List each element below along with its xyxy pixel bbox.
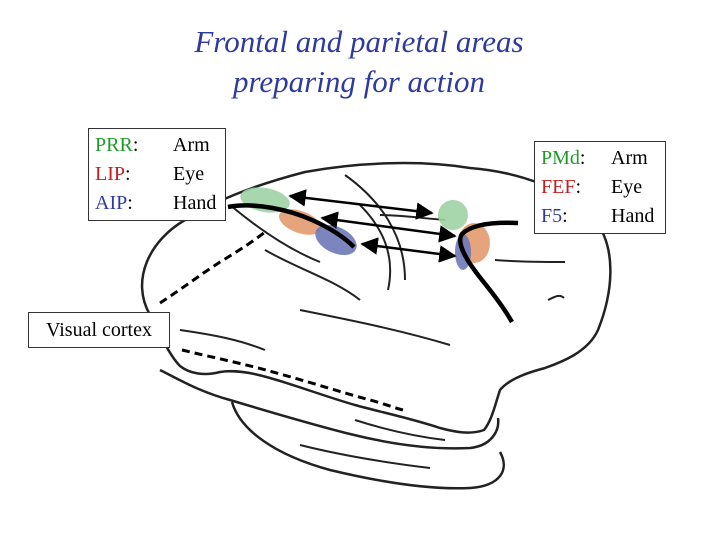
legend-value-arm: Arm xyxy=(173,134,210,156)
legend-row-lip: LIP: Eye xyxy=(95,160,219,189)
dorsal-visual-pathway xyxy=(159,230,266,305)
legend-value-hand: Hand xyxy=(611,205,655,227)
legend-sep: : xyxy=(579,147,586,169)
legend-abbr-fef: FEF xyxy=(541,176,576,198)
visual-cortex-label: Visual cortex xyxy=(28,312,170,348)
sulcus-9 xyxy=(379,214,446,221)
cerebellum-fold-1 xyxy=(299,444,431,469)
legend-frontal: PMd: Arm FEF: Eye F5: Hand xyxy=(534,141,666,234)
legend-row-prr: PRR: Arm xyxy=(95,131,219,160)
cerebellum-outline xyxy=(230,401,505,490)
legend-sep: : xyxy=(132,134,139,156)
legend-row-pmd: PMd: Arm xyxy=(541,144,659,173)
legend-sep: : xyxy=(575,176,582,198)
sulcus-8 xyxy=(547,294,565,301)
legend-value-arm: Arm xyxy=(611,147,648,169)
temporal-outline xyxy=(159,368,500,450)
area-pmd xyxy=(438,200,468,230)
sulcus-7 xyxy=(494,259,566,263)
legend-abbr-aip: AIP xyxy=(95,192,128,214)
title-line-1: Frontal and parietal areas xyxy=(194,24,524,59)
legend-row-f5: F5: Hand xyxy=(541,202,659,231)
legend-abbr-prr: PRR xyxy=(95,134,133,156)
ventral-visual-pathway xyxy=(181,348,404,412)
sulcus-4 xyxy=(264,249,361,301)
arcuate-sulcus xyxy=(458,220,519,324)
sulcus-5 xyxy=(179,329,266,351)
cerebellum-fold-2 xyxy=(354,419,446,441)
legend-row-aip: AIP: Hand xyxy=(95,189,219,218)
arrow-prr-pmd xyxy=(288,189,434,220)
legend-sep: : xyxy=(127,192,133,214)
legend-value-eye: Eye xyxy=(611,176,643,198)
legend-value-hand: Hand xyxy=(173,192,217,214)
legend-abbr-pmd: PMd xyxy=(541,147,580,169)
arrow-lip-fef xyxy=(320,211,457,243)
legend-row-fef: FEF: Eye xyxy=(541,173,659,202)
legend-abbr-lip: LIP xyxy=(95,163,125,185)
legend-sep: : xyxy=(562,205,568,227)
sulcus-1 xyxy=(229,204,321,263)
sulcus-6 xyxy=(299,309,451,346)
legend-sep: : xyxy=(125,163,131,185)
slide-title: Frontal and parietal areas preparing for… xyxy=(0,22,718,102)
arrow-aip-f5 xyxy=(360,237,457,263)
legend-parietal: PRR: Arm LIP: Eye AIP: Hand xyxy=(88,128,226,221)
brain-outline xyxy=(140,161,612,434)
legend-abbr-f5: F5 xyxy=(541,205,563,227)
title-line-2: preparing for action xyxy=(232,64,485,99)
legend-value-eye: Eye xyxy=(173,163,205,185)
